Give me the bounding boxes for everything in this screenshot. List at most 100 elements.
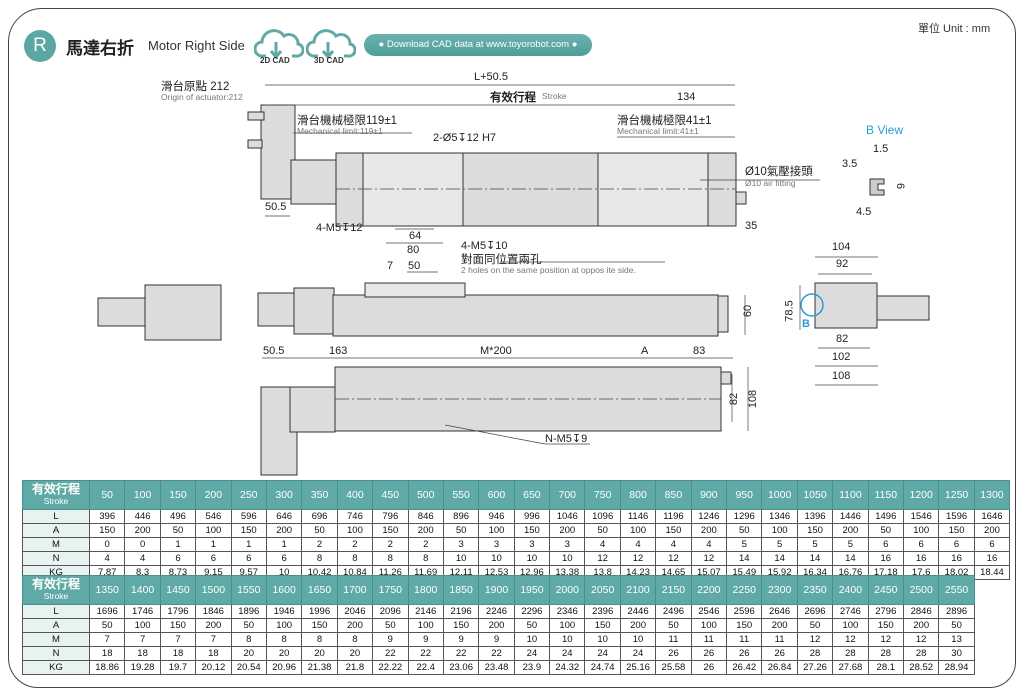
table-cell: 1146 (619, 509, 657, 524)
slider-top (362, 152, 464, 227)
table-cell: 1 (159, 537, 197, 552)
table-cell: 24 (549, 646, 586, 661)
stroke-value: 1350 (88, 575, 126, 605)
stroke-value: 1150 (867, 480, 904, 510)
table-cell: 26 (761, 646, 798, 661)
stroke-value: 1000 (761, 480, 798, 510)
table-cell: 9 (442, 632, 480, 647)
table-cell: 100 (690, 618, 728, 633)
table-cell: 396 (88, 509, 126, 524)
table-cell: 12 (902, 632, 940, 647)
table-cell: 24 (619, 646, 657, 661)
table-cell: 2146 (407, 604, 444, 619)
table-cell: 7 (195, 632, 232, 647)
table-cell: 100 (407, 618, 444, 633)
table-cell: 1546 (902, 509, 940, 524)
table-cell: 50 (442, 523, 480, 538)
end-dim-82: 82 (836, 333, 849, 345)
table-cell: 26 (655, 646, 692, 661)
download-cad-link[interactable]: ● Download CAD data at www.toyorobot.com… (364, 34, 592, 56)
table-cell: 12 (690, 551, 728, 566)
table-cell: 150 (584, 618, 621, 633)
stroke-value: 500 (407, 480, 444, 510)
motor-block-top (260, 104, 296, 200)
table-cell: 22 (442, 646, 480, 661)
stroke-value: 1850 (442, 575, 480, 605)
table-cell: 696 (301, 509, 338, 524)
table-cell: 1746 (124, 604, 161, 619)
dim-64: 64 (409, 230, 422, 242)
table-cell: 6 (265, 551, 303, 566)
table-cell: 200 (336, 618, 374, 633)
row-label: N (22, 551, 90, 566)
table-cell: 1646 (973, 509, 1011, 524)
table-cell: 19.7 (159, 660, 197, 675)
table-cell: 6 (159, 551, 197, 566)
cad-2d-label[interactable]: 2D CAD (260, 56, 290, 65)
table-cell: 1896 (230, 604, 267, 619)
table-cell: 896 (442, 509, 480, 524)
table-cell: 1396 (796, 509, 834, 524)
table-cell: 18 (124, 646, 161, 661)
table-cell: 19.28 (124, 660, 161, 675)
stroke-value: 2000 (549, 575, 586, 605)
table-cell: 200 (690, 523, 728, 538)
side-view (97, 282, 729, 341)
table-cell: 6 (973, 537, 1011, 552)
table-cell: 6 (867, 537, 904, 552)
stroke-value: 400 (336, 480, 374, 510)
table-cell: 150 (867, 618, 904, 633)
origin-label-en: Origin of actuator:212 (161, 92, 243, 102)
cloud-download-3d-icon[interactable] (306, 26, 356, 60)
stroke-value: 250 (230, 480, 267, 510)
table-cell: 1846 (195, 604, 232, 619)
stroke-value: 2300 (761, 575, 798, 605)
table-cell: 6 (230, 551, 267, 566)
table-cell: 8 (372, 551, 409, 566)
download-cad-text: Download CAD data at www.toyorobot.com (386, 39, 570, 50)
table-cell: 100 (549, 618, 586, 633)
table-cell: 100 (619, 523, 657, 538)
table-cell: 100 (902, 523, 940, 538)
stroke-value: 650 (513, 480, 551, 510)
table-cell: 100 (832, 618, 869, 633)
table-cell: 50 (301, 523, 338, 538)
table-cell: 8 (301, 632, 338, 647)
table-cell: 27.68 (832, 660, 869, 675)
table-cell: 200 (973, 523, 1011, 538)
cloud-download-2d-icon[interactable] (254, 26, 304, 60)
table-cell: 1 (230, 537, 267, 552)
table-cell: 24.74 (584, 660, 621, 675)
table-cell: 100 (336, 523, 374, 538)
stroke-value: 2150 (655, 575, 692, 605)
table-cell: 20 (336, 646, 374, 661)
table-cell: 50 (938, 618, 975, 633)
table-cell: 24.32 (549, 660, 586, 675)
bottom-dim-50-5: 50.5 (263, 345, 285, 357)
table-cell: 9 (407, 632, 444, 647)
stroke-label-en: Stroke (43, 591, 69, 601)
dim-7: 7 (387, 260, 394, 272)
table-cell: 14 (761, 551, 798, 566)
actuator-body-side (332, 294, 719, 337)
cad-3d-label[interactable]: 3D CAD (314, 56, 344, 65)
table-cell: 2896 (938, 604, 975, 619)
stroke-value: 900 (690, 480, 728, 510)
table-cell: 11 (655, 632, 692, 647)
stroke-value: 1950 (513, 575, 551, 605)
table-cell: 22.22 (372, 660, 409, 675)
table-cell: 24 (513, 646, 551, 661)
table-cell: 2396 (584, 604, 621, 619)
table-cell: 100 (478, 523, 515, 538)
table-cell: 18 (159, 646, 197, 661)
dim-50-5-top: 50.5 (265, 201, 287, 213)
stroke-value: 2400 (832, 575, 869, 605)
hole-callout-4-m5-12: 4-M5↧12 (316, 222, 363, 234)
table-cell: 100 (195, 523, 232, 538)
